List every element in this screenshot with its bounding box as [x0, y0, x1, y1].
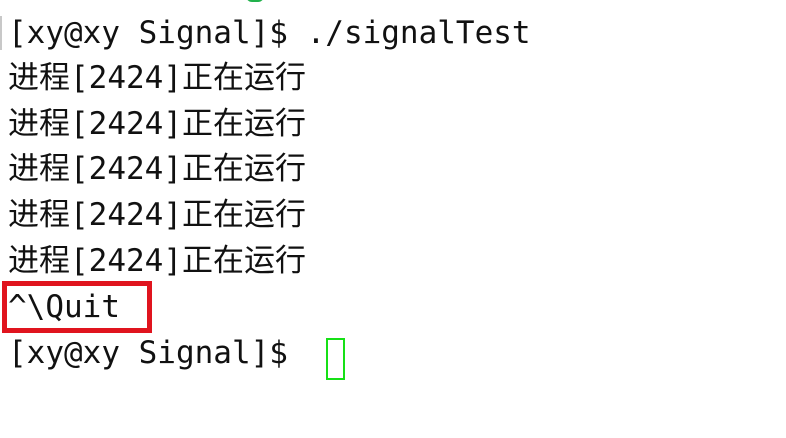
terminal-line-prompt[interactable]: [xy@xy Signal]$	[8, 335, 307, 371]
terminal-line-output: 进程[2424]正在运行	[8, 106, 306, 142]
window-edge	[0, 16, 2, 50]
terminal-line-output: 进程[2424]正在运行	[8, 60, 306, 96]
terminal-line-quit-signal: ^\Quit	[8, 289, 120, 325]
terminal-line-output: 进程[2424]正在运行	[8, 151, 306, 187]
terminal-line-command: [xy@xy Signal]$ ./signalTest	[8, 15, 531, 51]
scrolled-text-fragment	[246, 0, 264, 2]
terminal-line-output: 进程[2424]正在运行	[8, 243, 306, 279]
terminal-line-output: 进程[2424]正在运行	[8, 197, 306, 233]
text-cursor[interactable]	[326, 338, 345, 380]
